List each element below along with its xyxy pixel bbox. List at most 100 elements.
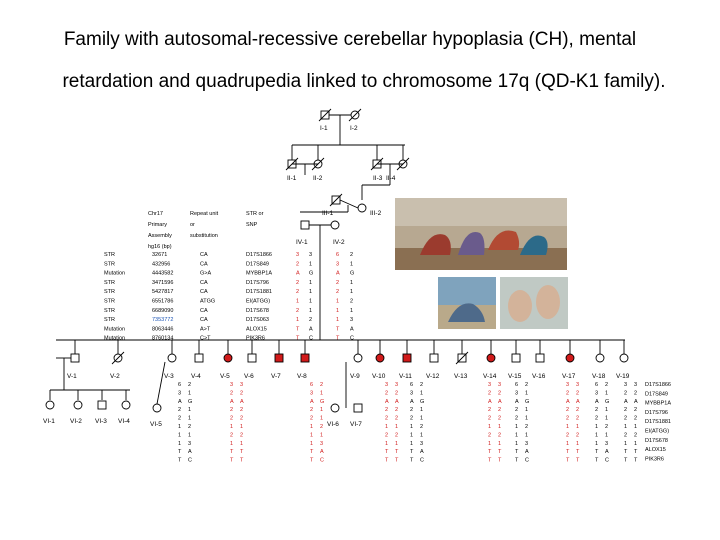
haplotype-allele: T bbox=[410, 458, 414, 464]
haplotype-allele: A bbox=[309, 326, 313, 332]
haplotype-allele: G bbox=[188, 399, 192, 405]
male-symbol bbox=[430, 354, 438, 362]
haplotype-allele: A bbox=[188, 449, 192, 455]
haplotype-allele: A bbox=[576, 399, 580, 405]
table-row-position: 4443582 bbox=[152, 271, 173, 277]
haplotype-allele: 3 bbox=[498, 382, 501, 388]
female-symbol bbox=[168, 354, 176, 362]
female-symbol bbox=[596, 354, 604, 362]
haplotype-allele: 1 bbox=[178, 424, 181, 430]
haplotype-allele: G bbox=[525, 399, 529, 405]
haplotype-allele: 3 bbox=[420, 441, 423, 447]
label: VI-2 bbox=[70, 418, 82, 425]
haplotype-allele: A bbox=[515, 399, 519, 405]
haplotype-allele: 3 bbox=[310, 390, 313, 396]
haplotype-allele: 2 bbox=[634, 407, 637, 413]
haplotype-allele: A bbox=[178, 399, 182, 405]
label: V-9 bbox=[350, 373, 360, 380]
haplotype-allele: 1 bbox=[336, 299, 339, 305]
table-header: hg16 (bp) bbox=[148, 244, 172, 250]
haplotype-allele: 2 bbox=[525, 424, 528, 430]
label: VI-6 bbox=[327, 421, 339, 428]
haplotype-allele: 3 bbox=[624, 382, 627, 388]
haplotype-allele: 6 bbox=[310, 382, 313, 388]
haplotype-allele: 1 bbox=[309, 308, 312, 314]
table-row-position: 32671 bbox=[152, 252, 167, 258]
label: IV-1 bbox=[296, 239, 308, 246]
male-symbol bbox=[301, 354, 309, 362]
table-header: SNP bbox=[246, 222, 258, 228]
label: V-6 bbox=[244, 373, 254, 380]
right-marker-label: D17S1881 bbox=[645, 419, 671, 425]
haplotype-allele: A bbox=[395, 399, 399, 405]
haplotype-allele: 2 bbox=[336, 289, 339, 295]
label: V-3 bbox=[164, 373, 174, 380]
table-row-marker: D17S1866 bbox=[246, 252, 272, 258]
table-row-position: 8063446 bbox=[152, 326, 173, 332]
haplotype-allele: 1 bbox=[309, 299, 312, 305]
table-row-marker: EI(ATGG) bbox=[246, 299, 270, 305]
haplotype-allele: 1 bbox=[525, 416, 528, 422]
haplotype-allele: 1 bbox=[350, 261, 353, 267]
table-row-position: 7353772 bbox=[152, 317, 173, 323]
table-row-unit: CA bbox=[200, 289, 208, 295]
haplotype-allele: 2 bbox=[605, 382, 608, 388]
haplotype-allele: T bbox=[296, 326, 300, 332]
haplotype-allele: 2 bbox=[624, 416, 627, 422]
haplotype-allele: T bbox=[385, 458, 389, 464]
haplotype-allele: T bbox=[385, 449, 389, 455]
table-row-position: 432956 bbox=[152, 261, 170, 267]
haplotype-allele: 1 bbox=[309, 289, 312, 295]
haplotype-allele: 3 bbox=[395, 382, 398, 388]
table-header: Chr17 bbox=[148, 211, 163, 217]
haplotype-allele: 3 bbox=[634, 382, 637, 388]
table-row-marker: D17S796 bbox=[246, 280, 269, 286]
label: V-19 bbox=[616, 373, 630, 380]
haplotype-allele: T bbox=[498, 458, 502, 464]
haplotype-allele: 3 bbox=[595, 390, 598, 396]
label: V-8 bbox=[297, 373, 307, 380]
female-symbol bbox=[46, 401, 54, 409]
haplotype-allele: G bbox=[420, 399, 424, 405]
haplotype-allele: 1 bbox=[488, 424, 491, 430]
haplotype-allele: A bbox=[634, 399, 638, 405]
haplotype-allele: 1 bbox=[320, 407, 323, 413]
haplotype-allele: 2 bbox=[385, 390, 388, 396]
female-symbol bbox=[74, 401, 82, 409]
haplotype-allele: 1 bbox=[498, 424, 501, 430]
haplotype-allele: 1 bbox=[595, 424, 598, 430]
haplotype-allele: 1 bbox=[605, 390, 608, 396]
haplotype-allele: 1 bbox=[605, 416, 608, 422]
right-marker-label: D17S796 bbox=[645, 410, 668, 416]
haplotype-allele: G bbox=[350, 271, 354, 277]
haplotype-allele: 1 bbox=[310, 432, 313, 438]
haplotype-allele: T bbox=[576, 458, 580, 464]
right-marker-label: ALOX15 bbox=[645, 447, 666, 453]
haplotype-allele: T bbox=[634, 449, 638, 455]
female-symbol bbox=[224, 354, 232, 362]
haplotype-allele: 2 bbox=[634, 432, 637, 438]
haplotype-allele: 6 bbox=[178, 382, 181, 388]
haplotype-allele: 2 bbox=[576, 407, 579, 413]
haplotype-allele: 1 bbox=[515, 424, 518, 430]
table-row-marker: MYBBP1A bbox=[246, 271, 272, 277]
haplotype-allele: A bbox=[296, 271, 300, 277]
haplotype-allele: 1 bbox=[296, 299, 299, 305]
haplotype-allele: 2 bbox=[230, 407, 233, 413]
table-row-unit: ATGG bbox=[200, 299, 215, 305]
haplotype-allele: 1 bbox=[188, 407, 191, 413]
haplotype-allele: 2 bbox=[310, 416, 313, 422]
haplotype-allele: T bbox=[296, 336, 300, 342]
label: V-11 bbox=[399, 373, 412, 380]
haplotype-allele: 2 bbox=[240, 432, 243, 438]
haplotype-allele: 1 bbox=[634, 424, 637, 430]
haplotype-allele: 2 bbox=[320, 382, 323, 388]
haplotype-allele: 1 bbox=[410, 441, 413, 447]
table-row-type: STR bbox=[104, 289, 115, 295]
table-row-position: 5427817 bbox=[152, 289, 173, 295]
haplotype-allele: A bbox=[320, 449, 324, 455]
female-symbol bbox=[487, 354, 495, 362]
haplotype-allele: 1 bbox=[420, 416, 423, 422]
haplotype-allele: 2 bbox=[498, 407, 501, 413]
table-row-unit: CA bbox=[200, 308, 208, 314]
